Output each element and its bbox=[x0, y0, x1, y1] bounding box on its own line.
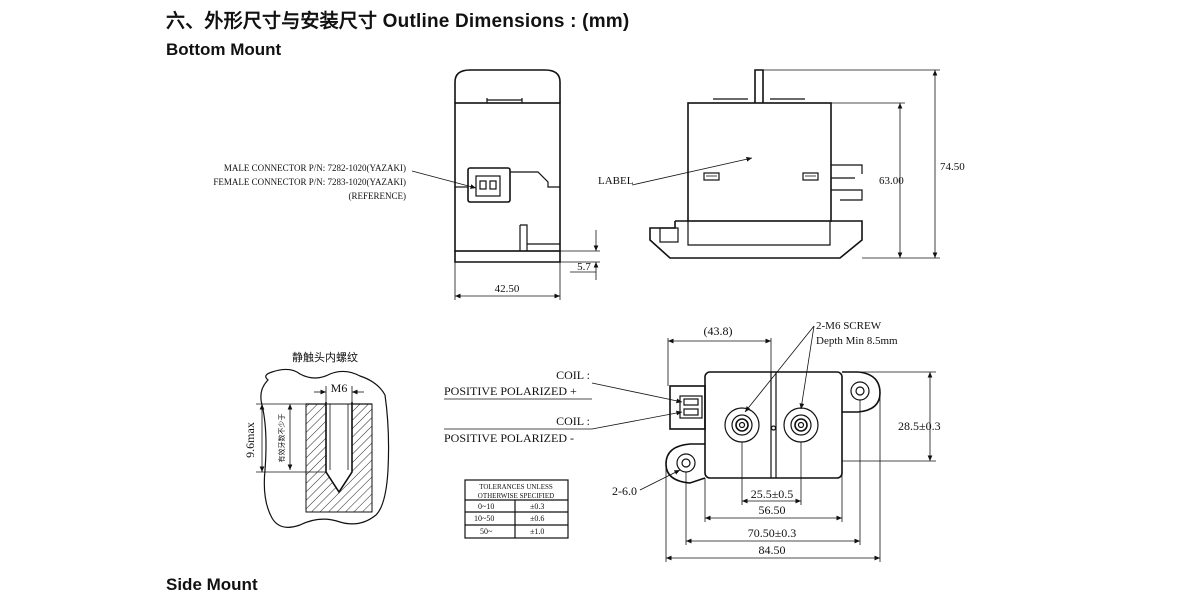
screw-note-1: 2-M6 SCREW bbox=[816, 320, 882, 332]
female-connector-text: FEMALE CONNECTOR P/N: 7283-1020(YAZAKI) bbox=[213, 177, 406, 187]
thread-size: M6 bbox=[331, 381, 348, 395]
section-heading-bottom-mount: Bottom Mount bbox=[166, 40, 282, 59]
total-height-dimension: 74.50 bbox=[940, 161, 965, 173]
label-text: LABEL bbox=[598, 175, 634, 187]
tolerance-title-2: OTHERWISE SPECIFIED bbox=[478, 492, 554, 500]
tolerance-range: 50~ bbox=[480, 527, 493, 536]
thread-detail-title: 静触头内螺纹 bbox=[292, 350, 358, 364]
male-connector-text: MALE CONNECTOR P/N: 7282-1020(YAZAKI) bbox=[224, 163, 406, 173]
body-length-dimension: 56.50 bbox=[759, 503, 786, 517]
body-height-dimension: 63.00 bbox=[879, 175, 904, 187]
hole-spacing-dimension: 70.50±0.3 bbox=[748, 526, 797, 540]
foot-height-dimension: 5.7 bbox=[577, 261, 591, 273]
overall-length-dimension: 84.50 bbox=[759, 543, 786, 557]
screw-note-2: Depth Min 8.5mm bbox=[816, 335, 898, 347]
tolerance-range: 0~10 bbox=[478, 502, 494, 511]
body-width-dimension: 28.5±0.3 bbox=[898, 419, 941, 433]
page-title: 六、外形尺寸与安装尺寸 Outline Dimensions : (mm) bbox=[166, 11, 630, 32]
tolerance-table: TOLERANCES UNLESS OTHERWISE SPECIFIED 0~… bbox=[464, 479, 569, 539]
front-view: MALE CONNECTOR P/N: 7282-1020(YAZAKI) FE… bbox=[213, 69, 600, 300]
thread-depth: 9.6max bbox=[243, 422, 257, 458]
tolerance-value: ±0.3 bbox=[530, 502, 544, 511]
tolerance-value: ±1.0 bbox=[530, 527, 544, 536]
coil-negative-label-1: COIL : bbox=[556, 414, 590, 428]
width-dimension: 42.50 bbox=[495, 283, 520, 295]
side-view: LABEL 74.50 63.00 bbox=[598, 69, 965, 259]
coil-positive-label-2: POSITIVE POLARIZED + bbox=[444, 384, 577, 398]
terminal-spacing-dimension: 25.5±0.5 bbox=[751, 487, 794, 501]
tolerance-range: 10~50 bbox=[474, 514, 494, 523]
mount-hole-label: 2-6.0 bbox=[612, 484, 637, 498]
tolerance-title-1: TOLERANCES UNLESS bbox=[479, 483, 553, 491]
section-heading-side-mount: Side Mount bbox=[166, 575, 258, 594]
reference-text: (REFERENCE) bbox=[349, 191, 407, 201]
coil-positive-label-1: COIL : bbox=[556, 368, 590, 382]
connector-offset-dimension: (43.8) bbox=[704, 324, 733, 338]
top-view: COIL : POSITIVE POLARIZED + COIL : POSIT… bbox=[444, 320, 941, 562]
coil-negative-label-2: POSITIVE POLARIZED - bbox=[444, 431, 574, 445]
tolerance-value: ±0.6 bbox=[530, 514, 544, 523]
effective-threads-note: 有效牙数不少于 bbox=[277, 414, 286, 463]
thread-detail: 静触头内螺纹 M6 9.6max 有效牙数不少于 bbox=[243, 350, 390, 528]
